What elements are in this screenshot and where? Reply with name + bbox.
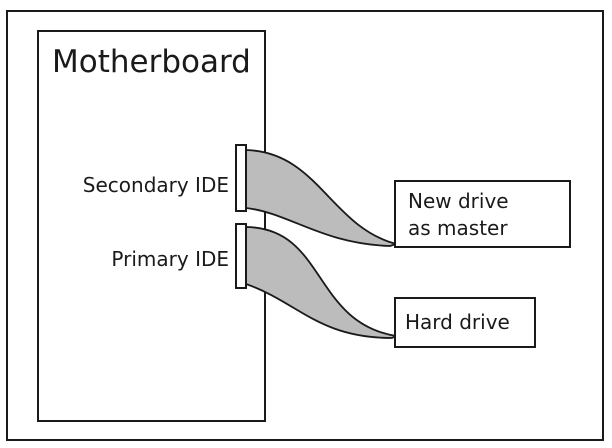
secondary-ide-connector	[235, 144, 247, 212]
motherboard-title: Motherboard	[52, 44, 251, 80]
outer-frame	[6, 10, 604, 441]
primary-ide-connector	[235, 223, 247, 289]
new-drive-label-line1: New drive	[408, 189, 509, 213]
new-drive-box	[394, 180, 571, 248]
new-drive-label-line2: as master	[408, 216, 508, 240]
hard-drive-box	[394, 297, 536, 348]
motherboard-box	[37, 30, 266, 422]
primary-ide-label: Primary IDE	[111, 247, 229, 271]
secondary-ide-label: Secondary IDE	[83, 173, 229, 197]
hard-drive-label: Hard drive	[405, 310, 510, 334]
